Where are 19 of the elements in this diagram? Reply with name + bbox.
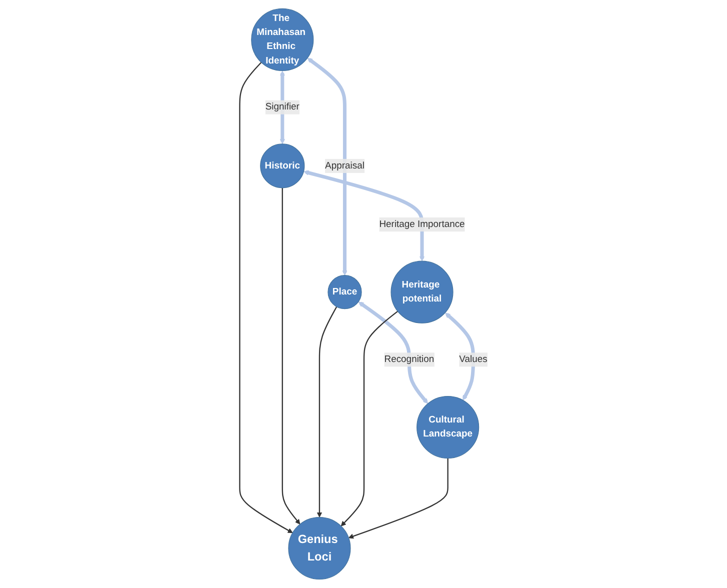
edge-label: Recognition <box>384 354 434 364</box>
node-circle: Heritage potential <box>390 260 454 324</box>
node-circle: Genius Loci <box>288 517 351 580</box>
edge-label: Heritage Importance <box>379 219 465 230</box>
edge-label: Appraisal <box>325 160 364 171</box>
arrow <box>348 458 448 539</box>
edge-label: Values <box>459 354 488 364</box>
arrow <box>358 302 428 404</box>
node-circle: The Minahasan Ethnic Identity <box>251 8 314 71</box>
node-circle: Cultural Landscape <box>416 396 480 459</box>
arrow <box>304 170 425 262</box>
edge-label: Signifier <box>265 102 300 112</box>
arrow <box>282 188 300 524</box>
node-circle: Historic <box>260 144 305 188</box>
arrow <box>307 58 348 276</box>
node-circle: Place <box>328 275 362 310</box>
arrow <box>340 310 398 526</box>
arrow <box>239 62 293 534</box>
arrow <box>316 306 338 518</box>
